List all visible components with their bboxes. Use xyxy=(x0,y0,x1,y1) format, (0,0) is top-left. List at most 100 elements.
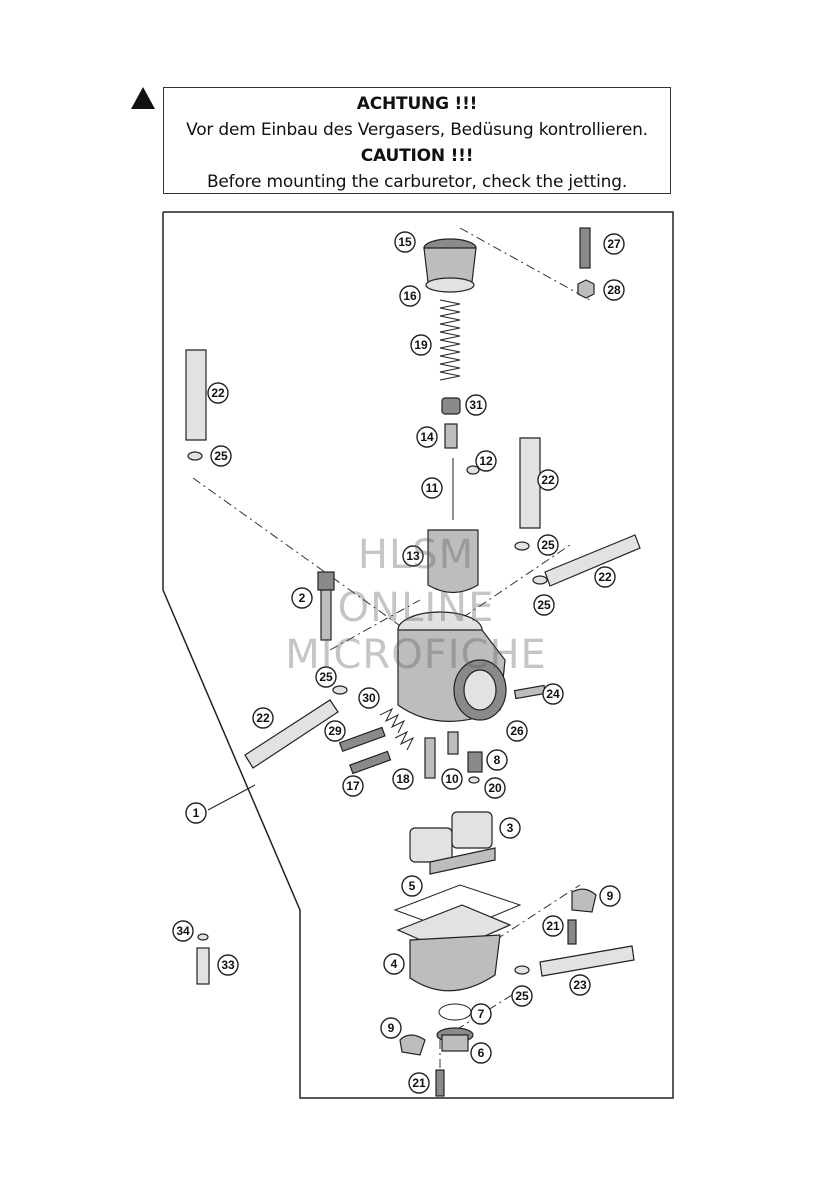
fitting xyxy=(513,684,547,700)
callout-3: 3 xyxy=(499,817,521,839)
carburetor-cap xyxy=(423,238,477,293)
svg-text:16: 16 xyxy=(403,289,417,303)
callout-1: 1 xyxy=(185,802,207,824)
svg-text:25: 25 xyxy=(214,449,228,463)
callout-9-upper: 9 xyxy=(599,885,621,907)
throttle-slide xyxy=(427,529,479,594)
warning-triangle-icon xyxy=(131,87,155,109)
callout-19: 19 xyxy=(410,334,432,356)
cover-plate xyxy=(571,888,597,913)
callout-18: 18 xyxy=(392,768,414,790)
callout-25-drain: 25 xyxy=(315,666,337,688)
main-jet xyxy=(467,751,483,773)
svg-text:1: 1 xyxy=(193,806,200,820)
air-screw xyxy=(338,726,386,753)
svg-text:18: 18 xyxy=(396,772,410,786)
overflow-hose xyxy=(544,534,641,587)
overflow-hose-bottom xyxy=(539,945,635,977)
notice-text-english: Before mounting the carburetor, check th… xyxy=(206,172,628,192)
svg-text:22: 22 xyxy=(256,711,270,725)
svg-text:9: 9 xyxy=(388,1021,395,1035)
svg-text:30: 30 xyxy=(362,691,376,705)
svg-text:25: 25 xyxy=(319,670,333,684)
svg-text:33: 33 xyxy=(221,958,235,972)
float xyxy=(409,811,496,875)
throttle-stop-screw xyxy=(349,750,392,775)
svg-text:2: 2 xyxy=(299,591,306,605)
callout-15: 15 xyxy=(394,231,416,253)
screw-lower xyxy=(435,1069,445,1097)
svg-text:11: 11 xyxy=(426,481,439,495)
svg-text:23: 23 xyxy=(573,978,587,992)
watermark-line-3: MICROFICHE xyxy=(285,632,547,678)
svg-text:25: 25 xyxy=(537,598,551,612)
callout-26: 26 xyxy=(506,720,528,742)
callout-5: 5 xyxy=(401,875,423,897)
svg-text:6: 6 xyxy=(478,1046,485,1060)
vent-hose-left xyxy=(185,349,207,441)
svg-text:10: 10 xyxy=(445,772,459,786)
svg-text:25: 25 xyxy=(515,989,529,1003)
idle-adjusting-screw xyxy=(317,571,335,641)
drain-hose xyxy=(244,699,339,769)
callout-16: 16 xyxy=(399,285,421,307)
adjusting-screw xyxy=(579,227,591,269)
screw-upper xyxy=(567,919,577,945)
drain-plug xyxy=(436,1027,474,1052)
svg-text:29: 29 xyxy=(328,724,342,738)
callout-20: 20 xyxy=(484,777,506,799)
callout-9-lower: 9 xyxy=(380,1017,402,1039)
needle-clip-holder xyxy=(441,397,461,415)
float-bowl xyxy=(396,904,512,992)
callout-22-right: 22 xyxy=(537,469,559,491)
needle-jet xyxy=(447,731,459,755)
callout-17: 17 xyxy=(342,775,364,797)
callout-21-upper: 21 xyxy=(542,915,564,937)
callout-25-right: 25 xyxy=(537,534,559,556)
callout-31: 31 xyxy=(465,394,487,416)
svg-text:22: 22 xyxy=(541,473,555,487)
callout-24: 24 xyxy=(542,683,564,705)
callout-10: 10 xyxy=(441,768,463,790)
svg-text:34: 34 xyxy=(176,924,190,938)
callout-29: 29 xyxy=(324,720,346,742)
cover-plate-lower xyxy=(399,1034,426,1056)
notice-text-german: Vor dem Einbau des Vergasers, Bedüsung k… xyxy=(186,120,648,140)
svg-text:20: 20 xyxy=(488,781,502,795)
callout-28: 28 xyxy=(603,279,625,301)
callout-14: 14 xyxy=(416,426,438,448)
hose-clamp xyxy=(532,575,548,585)
callout-21-lower: 21 xyxy=(408,1072,430,1094)
screw-spring xyxy=(379,707,406,734)
diagram-frame xyxy=(162,211,674,1099)
notice-title-german: ACHTUNG !!! xyxy=(356,94,478,114)
watermark-line-2: ONLINE xyxy=(337,585,495,631)
carburetor-body xyxy=(397,611,507,722)
hose-clamp xyxy=(332,685,348,695)
svg-text:22: 22 xyxy=(598,570,612,584)
svg-text:21: 21 xyxy=(412,1076,426,1090)
callout-22-drain: 22 xyxy=(252,707,274,729)
watermark-line-1: HLSM xyxy=(357,532,475,578)
callout-4: 4 xyxy=(383,953,405,975)
main-jet-holder xyxy=(424,737,436,779)
svg-text:25: 25 xyxy=(541,538,555,552)
callout-6: 6 xyxy=(470,1042,492,1064)
svg-text:28: 28 xyxy=(607,283,621,297)
callout-2: 2 xyxy=(291,587,313,609)
svg-text:21: 21 xyxy=(546,919,560,933)
callout-22-overflow: 22 xyxy=(594,566,616,588)
hose-clamp xyxy=(514,965,530,975)
hose-clamp xyxy=(514,541,530,551)
notice-title-english: CAUTION !!! xyxy=(360,146,474,166)
svg-text:12: 12 xyxy=(479,454,493,468)
svg-text:15: 15 xyxy=(398,235,412,249)
svg-text:17: 17 xyxy=(346,779,360,793)
callout-25-left: 25 xyxy=(210,445,232,467)
svg-text:14: 14 xyxy=(420,430,434,444)
needle-clip xyxy=(466,465,480,475)
hose-clamp xyxy=(187,451,203,461)
callout-7: 7 xyxy=(470,1003,492,1025)
callout-22-left: 22 xyxy=(207,382,229,404)
